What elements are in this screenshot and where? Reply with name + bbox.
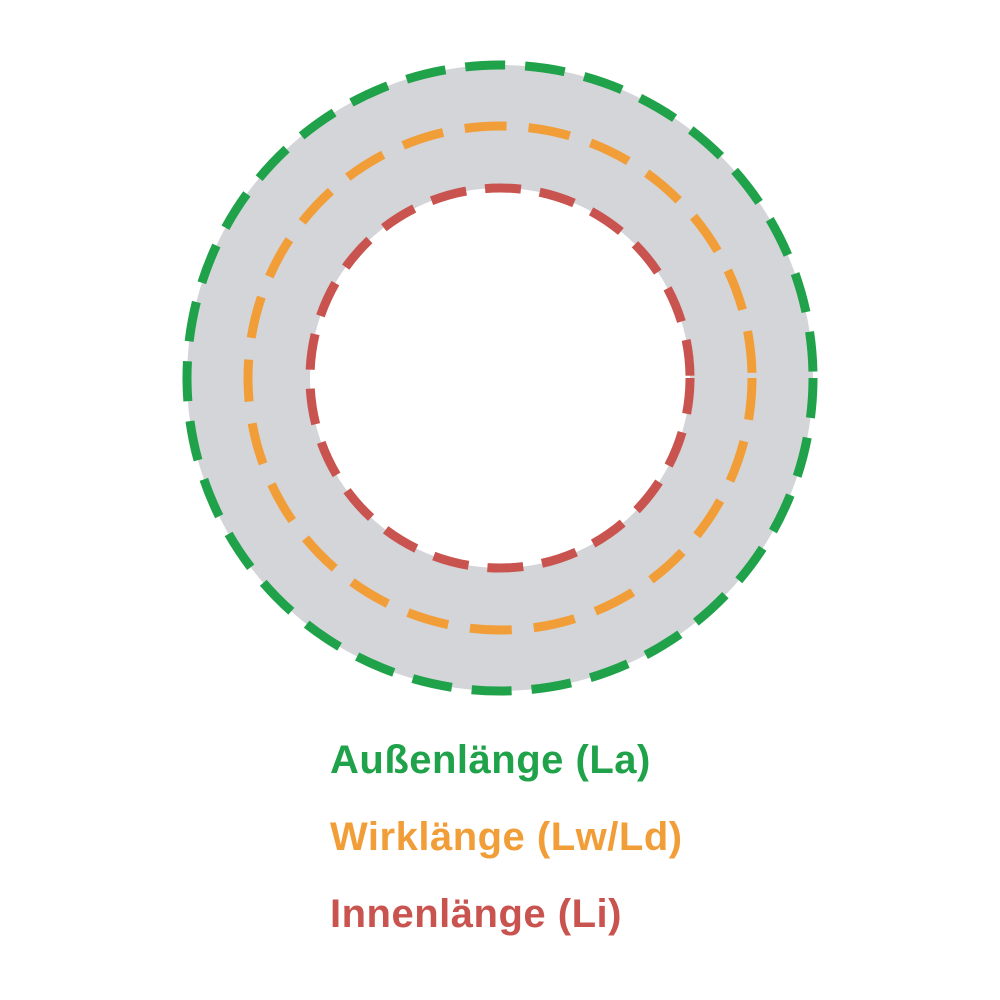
legend-label-inner-length: Innenlänge (Li): [330, 892, 622, 936]
effective-length-circle: [243, 121, 757, 635]
legend-label-outer-length: Außenlänge (La): [330, 738, 651, 782]
outer-length-circle: [182, 60, 818, 696]
legend-label-effective-length: Wirklänge (Lw/Ld): [330, 815, 683, 859]
inner-length-circle: [305, 183, 695, 573]
